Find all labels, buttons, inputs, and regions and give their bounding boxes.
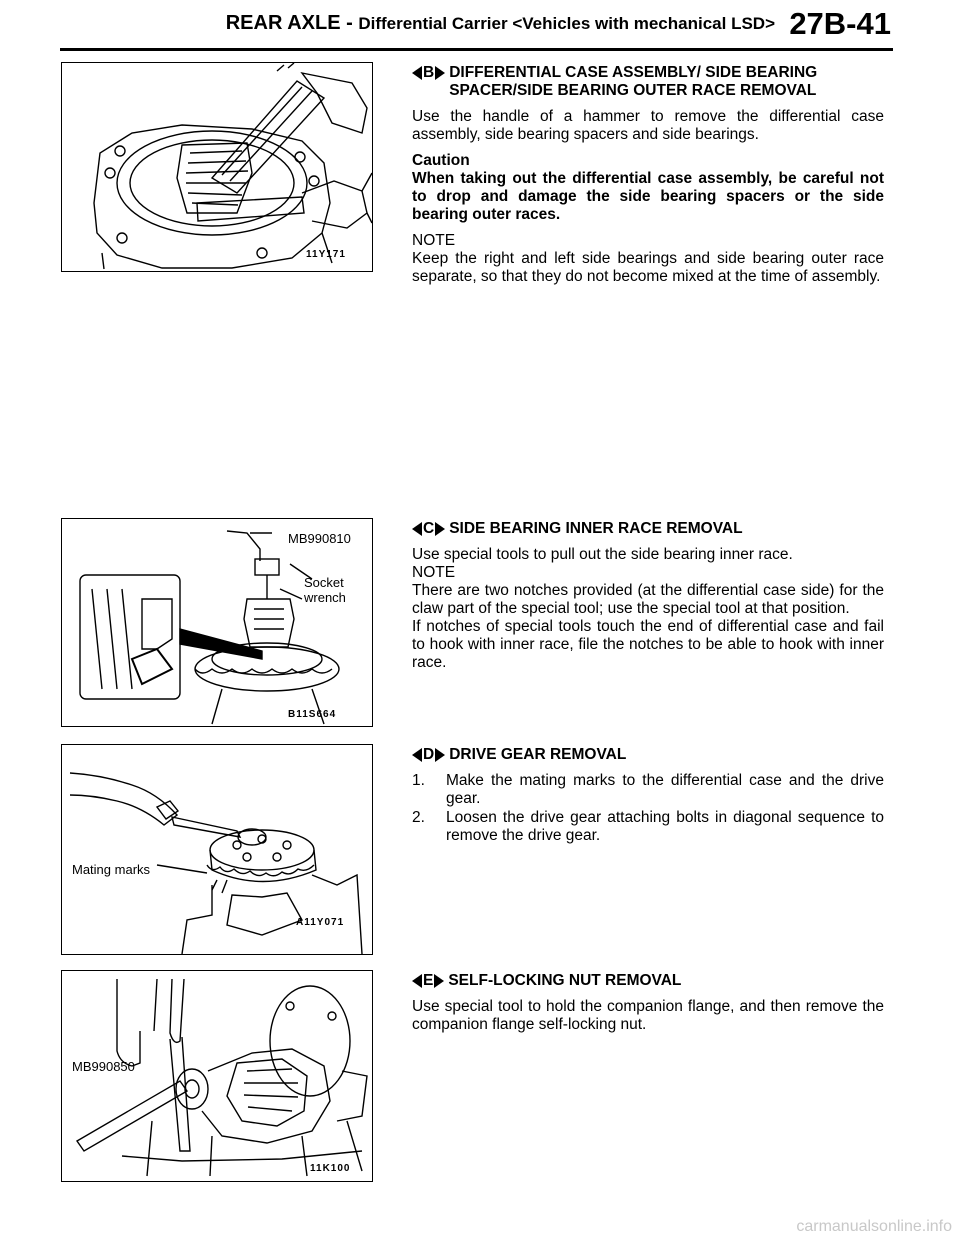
note-title: NOTE	[412, 564, 456, 581]
figure-code: 11K100	[310, 1163, 351, 1174]
section-b: B DIFFERENTIAL CASE ASSEMBLY/ SIDE BEARI…	[412, 64, 884, 286]
section-b-body: Use the handle of a hammer to remove the…	[412, 108, 884, 143]
figure-label-mating-marks: Mating marks	[72, 862, 151, 877]
section-marker: E	[412, 972, 445, 990]
figure-label-tool: MB990850	[72, 1059, 135, 1074]
section-marker: C	[412, 520, 446, 538]
page-header: REAR AXLE - Differential Carrier <Vehicl…	[60, 0, 893, 51]
triangle-right-icon	[435, 522, 446, 536]
header-title-main: REAR AXLE -	[225, 12, 353, 34]
figure-code: B11S664	[288, 709, 337, 720]
triangle-left-icon	[412, 748, 422, 762]
section-d-heading: D DRIVE GEAR REMOVAL	[412, 746, 884, 764]
section-b-title: DIFFERENTIAL CASE ASSEMBLY/ SIDE BEARING…	[449, 64, 818, 99]
figure-label-socket: Socket wrench	[304, 575, 346, 605]
figure-drive-gear-removal: Mating marks A11Y071	[61, 744, 373, 955]
figure-diff-case-removal: 11Y171	[61, 62, 373, 272]
figure-code: A11Y071	[296, 917, 345, 928]
triangle-left-icon	[412, 974, 422, 988]
note-text-2: If notches of special tools touch the en…	[412, 618, 884, 671]
note-text: Keep the right and left side bearings an…	[412, 250, 884, 285]
section-c-heading: C SIDE BEARING INNER RACE REMOVAL	[412, 520, 884, 538]
marker-letter: C	[423, 520, 435, 537]
section-d: D DRIVE GEAR REMOVAL 1. Make the mating …	[412, 746, 884, 845]
step-number: 2.	[412, 809, 425, 826]
triangle-right-icon	[435, 748, 446, 762]
marker-letter: D	[423, 746, 435, 763]
header-title-sub: Differential Carrier <Vehicles with mech…	[358, 14, 775, 33]
section-c-body: Use special tools to pull out the side b…	[412, 546, 793, 563]
illustration-wrench-drive-gear	[69, 772, 363, 954]
list-item: 1. Make the mating marks to the differen…	[412, 772, 884, 808]
triangle-left-icon	[412, 522, 422, 536]
list-item: 2. Loosen the drive gear attaching bolts…	[412, 809, 884, 845]
section-c-title: SIDE BEARING INNER RACE REMOVAL	[449, 520, 743, 537]
figure-self-locking-nut-removal: MB990850 11K100	[61, 970, 373, 1182]
section-b-heading: B DIFFERENTIAL CASE ASSEMBLY/ SIDE BEARI…	[412, 64, 884, 100]
section-marker: D	[412, 746, 446, 764]
note-title: NOTE	[412, 232, 456, 249]
illustration-flange-holder	[75, 978, 368, 1177]
triangle-right-icon	[435, 66, 446, 80]
section-e-body: Use special tool to hold the companion f…	[412, 998, 884, 1033]
triangle-left-icon	[412, 66, 422, 80]
marker-letter: B	[423, 64, 435, 81]
figure-code: 11Y171	[306, 249, 346, 260]
figure-inner-race-removal: MB990810 Socket wrench B11S664	[61, 518, 373, 727]
section-e: E SELF-LOCKING NUT REMOVAL Use special t…	[412, 972, 884, 1034]
illustration-puller	[79, 530, 340, 725]
illustration-hammer-handle	[93, 63, 372, 270]
note-text-1: There are two notches provided (at the d…	[412, 582, 884, 617]
triangle-right-icon	[434, 974, 445, 988]
section-e-heading: E SELF-LOCKING NUT REMOVAL	[412, 972, 884, 990]
caution-title: Caution	[412, 152, 470, 169]
figure-label-tool: MB990810	[288, 531, 351, 546]
caution-text: When taking out the differential case as…	[412, 170, 884, 223]
step-text: Make the mating marks to the differentia…	[446, 772, 884, 807]
watermark: carmanualsonline.info	[796, 1218, 952, 1235]
page-number: 27B-41	[789, 6, 891, 41]
section-d-title: DRIVE GEAR REMOVAL	[449, 746, 627, 763]
step-number: 1.	[412, 772, 425, 789]
section-c: C SIDE BEARING INNER RACE REMOVAL Use sp…	[412, 520, 884, 672]
marker-letter: E	[423, 972, 434, 989]
section-marker: B	[412, 64, 446, 82]
header-title: REAR AXLE - Differential Carrier <Vehicl…	[226, 12, 775, 35]
section-e-title: SELF-LOCKING NUT REMOVAL	[448, 972, 682, 989]
step-text: Loosen the drive gear attaching bolts in…	[446, 809, 884, 844]
